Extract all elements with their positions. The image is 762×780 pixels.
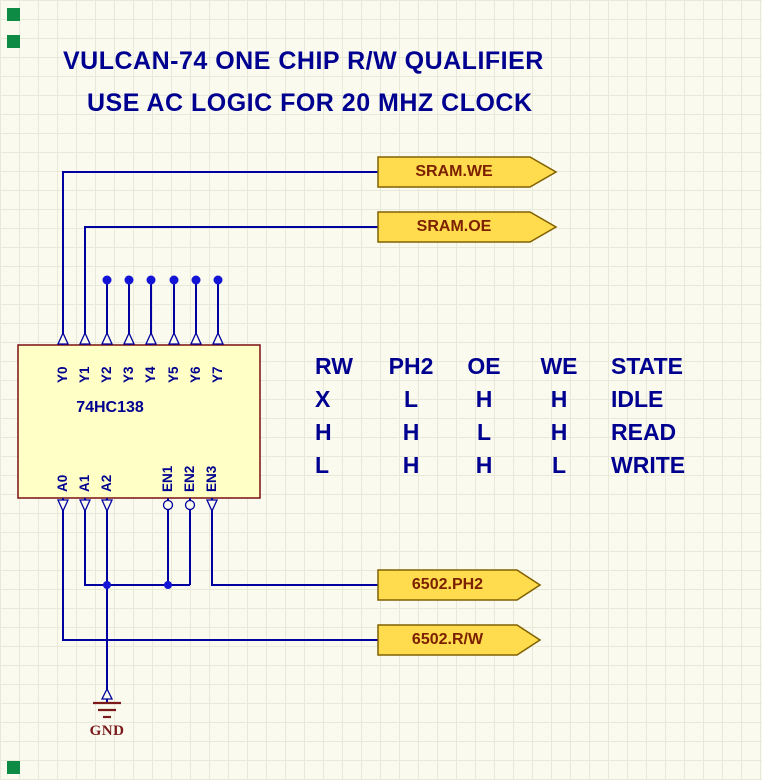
sheet-marker [7, 35, 20, 48]
flag-sram-we[interactable] [377, 156, 558, 188]
wire-en3-to-6502-ph2[interactable] [211, 498, 378, 586]
inversion-bubble-icon [184, 499, 196, 511]
pin-arrow-icon [100, 331, 114, 345]
junction-dot [164, 581, 172, 589]
flag-label-sram-we: SRAM.WE [415, 163, 493, 180]
pin-arrow-icon [78, 499, 92, 513]
pin-label-a0: A0 [55, 474, 70, 492]
tt-cell: H [550, 386, 568, 412]
title-line-1: VULCAN-74 ONE CHIP R/W QUALIFIER [63, 47, 544, 75]
pin-arrow-icon [205, 499, 219, 513]
tt-cell: READ [611, 419, 677, 445]
pin-arrow-icon [56, 499, 70, 513]
tt-cell: H [475, 386, 493, 412]
wire-y0-to-sram-we[interactable] [62, 171, 378, 345]
title-line-2: USE AC LOGIC FOR 20 MHZ CLOCK [87, 89, 533, 117]
tt-cell: H [550, 419, 568, 445]
flag-label-6502-rw: 6502.R/W [411, 631, 484, 648]
ground-symbol[interactable] [93, 701, 121, 719]
tt-cell: H [402, 419, 420, 445]
flag-sram-oe[interactable] [377, 211, 558, 243]
tt-header: RW [315, 353, 353, 379]
junction-dot [103, 581, 111, 589]
pin-label-y4: Y4 [143, 366, 158, 383]
pin-label-a2: A2 [99, 474, 114, 492]
pin-label-y3: Y3 [121, 366, 136, 383]
pin-label-y2: Y2 [99, 366, 114, 383]
wire-a0-to-6502-rw[interactable] [62, 498, 378, 641]
tt-cell: L [476, 419, 492, 445]
no-connect-dot [124, 275, 134, 285]
tt-cell: L [315, 452, 330, 478]
pin-label-en2: EN2 [182, 465, 197, 492]
pin-label-y7: Y7 [210, 366, 225, 383]
no-connect-dot [146, 275, 156, 285]
wire-y1-to-sram-oe[interactable] [84, 226, 378, 345]
pin-arrow-icon [100, 687, 114, 700]
pin-arrow-icon [211, 331, 225, 345]
flag-6502-ph2[interactable] [377, 569, 542, 601]
tt-cell: L [403, 386, 419, 412]
tt-header: STATE [611, 353, 683, 379]
pin-arrow-icon [144, 331, 158, 345]
inversion-bubble-icon [162, 499, 174, 511]
truth-table: RW PH2 OE WE STATE X L H H IDLE H H L H … [315, 350, 727, 482]
chip-part-number: 74HC138 [76, 399, 144, 416]
tt-cell: H [402, 452, 420, 478]
tt-cell: H [315, 419, 332, 445]
flag-label-6502-ph2: 6502.PH2 [411, 576, 484, 593]
tt-header: PH2 [388, 353, 434, 379]
pin-arrow-icon [100, 499, 114, 513]
sheet-marker [7, 761, 20, 774]
tt-cell: X [315, 386, 331, 412]
ground-label: GND [89, 723, 125, 739]
pin-label-y5: Y5 [166, 366, 181, 383]
pin-arrow-icon [167, 331, 181, 345]
no-connect-dot [191, 275, 201, 285]
pin-label-y0: Y0 [55, 366, 70, 383]
tt-header: WE [540, 353, 578, 379]
flag-label-sram-oe: SRAM.OE [416, 218, 492, 235]
pin-arrow-icon [189, 331, 203, 345]
pin-label-en3: EN3 [204, 465, 219, 492]
tt-cell: H [475, 452, 493, 478]
tt-cell: L [551, 452, 567, 478]
no-connect-dot [169, 275, 179, 285]
wire-gnd-rail[interactable] [84, 498, 190, 586]
flag-6502-rw[interactable] [377, 624, 542, 656]
pin-label-y6: Y6 [188, 366, 203, 383]
tt-header: OE [467, 353, 501, 379]
no-connect-dot [102, 275, 112, 285]
pin-label-y1: Y1 [77, 366, 92, 383]
pin-arrow-icon [56, 331, 70, 345]
pin-label-a1: A1 [77, 474, 92, 492]
tt-cell: WRITE [611, 452, 686, 478]
pin-arrow-icon [78, 331, 92, 345]
pin-label-en1: EN1 [160, 465, 175, 492]
pin-arrow-icon [122, 331, 136, 345]
tt-cell: IDLE [611, 386, 664, 412]
chip-74hc138-body[interactable] [17, 344, 261, 499]
no-connect-dot [213, 275, 223, 285]
sheet-marker [7, 8, 20, 21]
